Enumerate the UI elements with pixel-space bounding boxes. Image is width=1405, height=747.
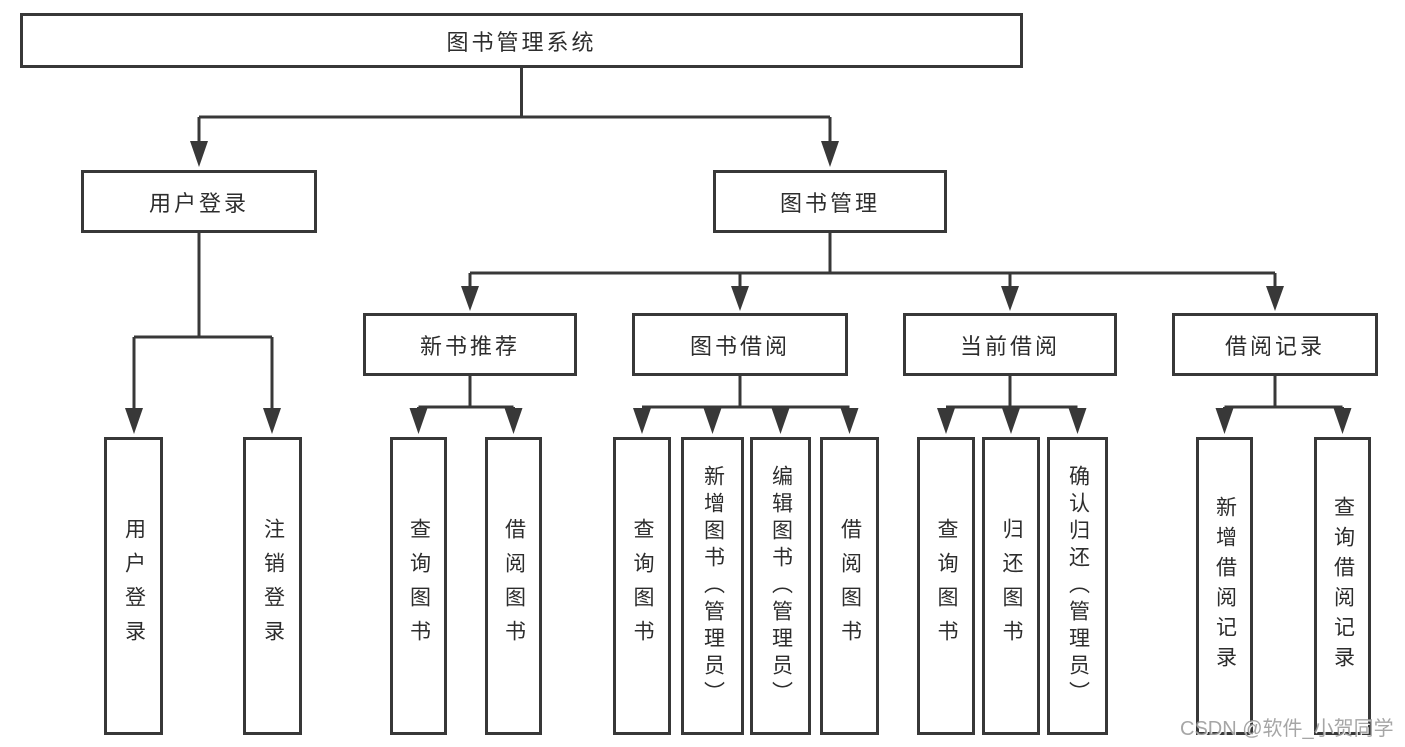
node-borrow-book-borrowing: 借阅图书 [820, 437, 879, 735]
csdn-watermark: CSDN @软件_小贺同学 [1180, 718, 1394, 740]
connector-root-to-level1 [190, 68, 839, 167]
node-root: 图书管理系统 [20, 13, 1023, 68]
node-query-book-current: 查询图书 [917, 437, 975, 735]
node-borrow-book-recommend: 借阅图书 [485, 437, 542, 735]
node-query-book-borrowing-label: 查询图书 [631, 518, 654, 654]
node-root-label: 图书管理系统 [446, 29, 597, 55]
arrowhead-icon [409, 408, 428, 434]
arrowhead-icon [263, 408, 281, 434]
node-return-book-label: 归还图书 [1000, 518, 1023, 654]
arrowhead-icon [821, 141, 839, 167]
arrowhead-icon [1333, 408, 1352, 434]
node-edit-book-admin: 编辑图书（管理员） [750, 437, 811, 735]
node-user-login-leaf: 用户登录 [104, 437, 163, 735]
arrowhead-icon [125, 408, 143, 434]
connector-book-borrowing-children [633, 375, 859, 434]
node-add-borrow-record-label: 新增借阅记录 [1213, 496, 1237, 676]
node-user-login: 用户登录 [81, 170, 317, 233]
node-edit-book-admin-label: 编辑图书（管理员） [769, 464, 793, 708]
node-query-book-current-label: 查询图书 [935, 518, 958, 654]
node-query-book-recommend-label: 查询图书 [407, 518, 431, 654]
node-query-book-recommend: 查询图书 [390, 437, 447, 735]
node-confirm-return-admin: 确认归还（管理员） [1047, 437, 1108, 735]
node-book-management-label: 图书管理 [779, 190, 880, 216]
node-user-login-leaf-label: 用户登录 [122, 518, 146, 654]
arrowhead-icon [1266, 286, 1284, 311]
connector-new-book-recommend-children [409, 375, 523, 434]
node-borrow-book-borrowing-label: 借阅图书 [838, 518, 862, 654]
node-logout: 注销登录 [243, 437, 302, 735]
node-add-book-admin-label: 新增图书（管理员） [701, 464, 725, 708]
node-book-borrowing-label: 图书借阅 [689, 333, 790, 359]
node-borrowing-records-label: 借阅记录 [1224, 333, 1325, 359]
connector-user-login-children [125, 232, 281, 434]
node-borrow-book-recommend-label: 借阅图书 [502, 518, 526, 654]
node-new-book-recommend: 新书推荐 [363, 313, 577, 376]
arrowhead-icon [1068, 408, 1087, 434]
arrowhead-icon [633, 408, 651, 434]
arrowhead-icon [840, 408, 859, 434]
arrowhead-icon [461, 286, 479, 311]
arrowhead-icon [1001, 286, 1019, 311]
node-borrowing-records: 借阅记录 [1172, 313, 1378, 376]
arrowhead-icon [937, 408, 955, 434]
node-return-book: 归还图书 [982, 437, 1040, 735]
node-current-borrowing: 当前借阅 [903, 313, 1117, 376]
arrowhead-icon [190, 141, 208, 167]
node-confirm-return-admin-label: 确认归还（管理员） [1066, 464, 1090, 708]
arrowhead-icon [1002, 408, 1020, 434]
connector-current-borrowing-children [937, 375, 1087, 434]
arrowhead-icon [504, 408, 523, 434]
node-current-borrowing-label: 当前借阅 [959, 333, 1060, 359]
node-book-borrowing: 图书借阅 [632, 313, 848, 376]
arrowhead-icon [703, 408, 722, 434]
node-add-borrow-record: 新增借阅记录 [1196, 437, 1253, 735]
node-query-borrow-record-label: 查询借阅记录 [1331, 496, 1355, 676]
arrowhead-icon [731, 286, 749, 311]
node-query-borrow-record: 查询借阅记录 [1314, 437, 1371, 735]
node-book-management: 图书管理 [713, 170, 947, 233]
node-new-book-recommend-label: 新书推荐 [419, 333, 520, 359]
node-query-book-borrowing: 查询图书 [613, 437, 671, 735]
arrowhead-icon [771, 408, 790, 434]
arrowhead-icon [1215, 408, 1234, 434]
node-user-login-label: 用户登录 [148, 190, 249, 216]
node-logout-label: 注销登录 [261, 518, 285, 654]
node-add-book-admin: 新增图书（管理员） [681, 437, 744, 735]
connector-book-management-children [461, 232, 1284, 311]
connector-borrowing-records-children [1215, 375, 1352, 434]
